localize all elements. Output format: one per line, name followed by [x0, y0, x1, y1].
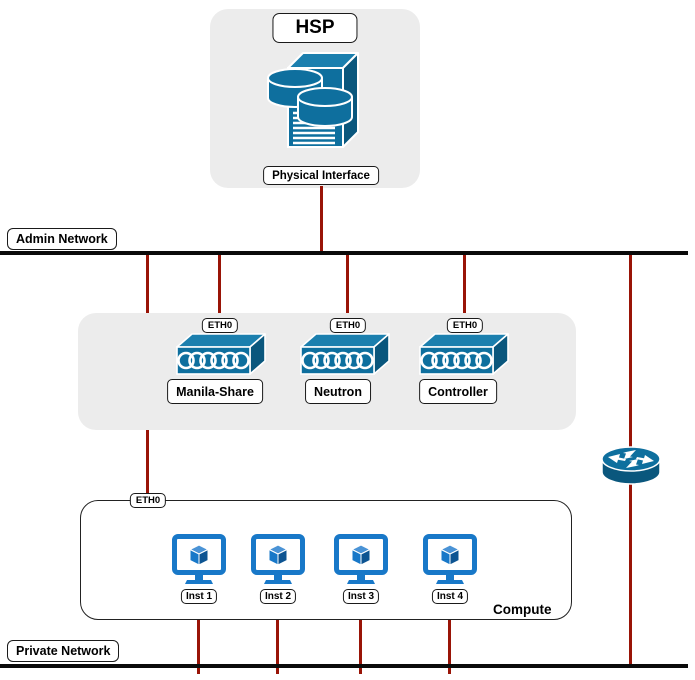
inst2-text: Inst 2 — [264, 591, 292, 602]
controller-label: Controller — [419, 379, 497, 404]
vm-instance-icon — [172, 534, 226, 584]
link-inst1-private — [197, 598, 200, 674]
storage-server-icon — [267, 52, 359, 148]
manila-eth0-label: ETH0 — [201, 318, 239, 333]
vm-instance-icon — [334, 534, 388, 584]
inst3-text: Inst 3 — [347, 591, 375, 602]
vm-instance-icon — [251, 534, 305, 584]
compute-caption: Compute — [493, 602, 552, 617]
inst1-label: Inst 1 — [180, 589, 218, 604]
compute-eth0-label: ETH0 — [129, 493, 167, 508]
neutron-label: Neutron — [305, 379, 371, 404]
link-admin-manila — [218, 255, 221, 343]
neutron-text: Neutron — [314, 384, 362, 399]
admin-network-text: Admin Network — [16, 232, 108, 246]
neutron-eth0-text: ETH0 — [335, 320, 361, 331]
controller-eth0-text: ETH0 — [452, 320, 478, 331]
neutron-eth0-label: ETH0 — [329, 318, 367, 333]
private-network-text: Private Network — [16, 644, 111, 658]
link-inst4-private — [448, 598, 451, 674]
controller-text: Controller — [428, 384, 488, 399]
manila-share-text: Manila-Share — [176, 384, 254, 399]
hsp-label-text: HSP — [295, 17, 335, 38]
compute-eth0-text: ETH0 — [135, 495, 161, 506]
admin-network-label: Admin Network — [7, 228, 117, 250]
compute-caption-text: Compute — [493, 602, 552, 617]
physical-interface-label: Physical Interface — [263, 166, 379, 185]
private-network-line — [0, 664, 688, 668]
inst4-label: Inst 4 — [431, 589, 469, 604]
manila-eth0-text: ETH0 — [207, 320, 233, 331]
link-admin-controller — [463, 255, 466, 343]
link-admin-neutron — [346, 255, 349, 343]
compute-box — [80, 500, 572, 620]
link-hsp-admin — [320, 186, 323, 253]
private-network-label: Private Network — [7, 640, 120, 662]
hsp-label: HSP — [272, 13, 358, 43]
workgroup-switch-icon — [300, 333, 390, 375]
controller-eth0-label: ETH0 — [446, 318, 484, 333]
inst4-text: Inst 4 — [436, 591, 464, 602]
inst3-label: Inst 3 — [342, 589, 380, 604]
router-icon — [601, 446, 661, 485]
workgroup-switch-icon — [419, 333, 509, 375]
manila-share-label: Manila-Share — [167, 379, 263, 404]
link-inst2-private — [276, 598, 279, 674]
workgroup-switch-icon — [176, 333, 266, 375]
inst1-text: Inst 1 — [185, 591, 213, 602]
admin-network-line — [0, 251, 688, 255]
link-inst3-private — [359, 598, 362, 674]
inst2-label: Inst 2 — [259, 589, 297, 604]
physical-interface-text: Physical Interface — [272, 169, 370, 182]
vm-instance-icon — [423, 534, 477, 584]
